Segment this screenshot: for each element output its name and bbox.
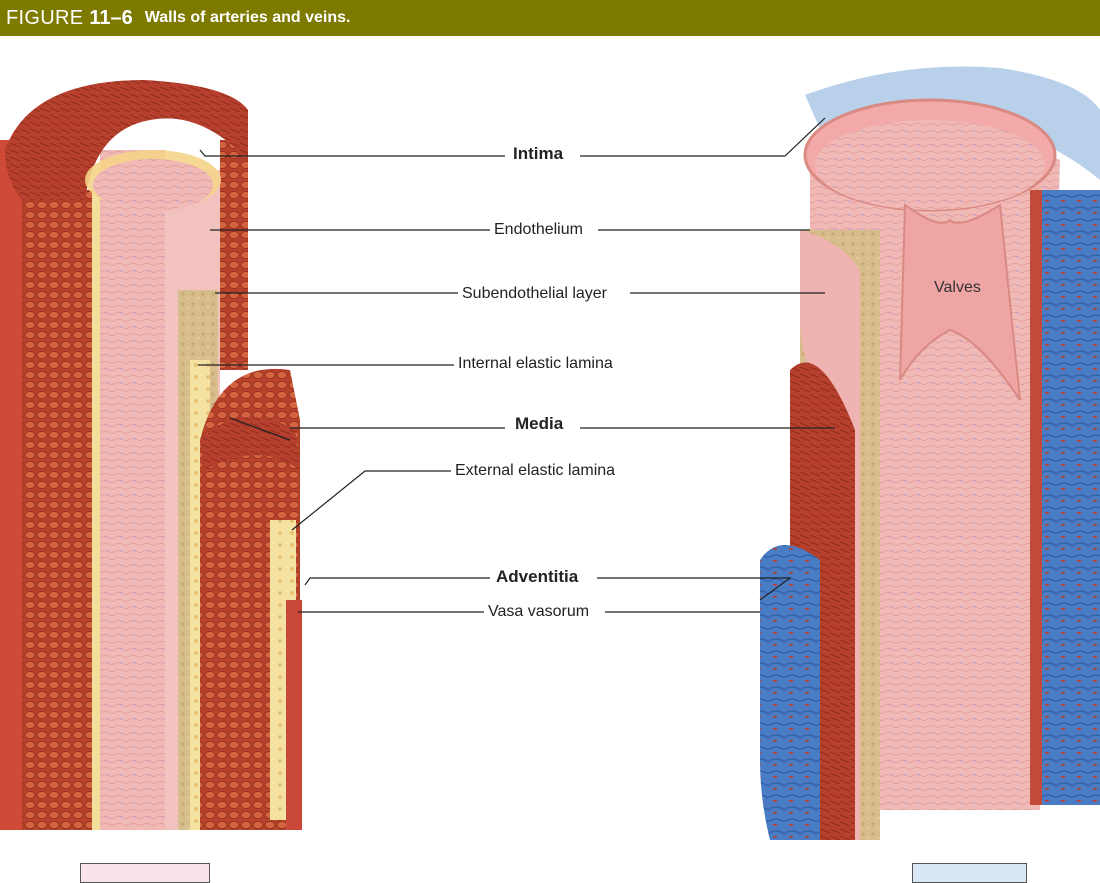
label-vasa-vasorum: Vasa vasorum <box>484 602 594 622</box>
figure-title: Walls of arteries and veins. <box>144 9 351 26</box>
figure-number: 11–6 <box>89 6 133 29</box>
vein-caption-box <box>912 863 1027 883</box>
figure-word: FIGURE <box>6 6 84 29</box>
vein-right-adventitia <box>1040 190 1100 805</box>
label-internal-elastic: Internal elastic lamina <box>454 354 617 374</box>
vein <box>760 66 1100 873</box>
label-endothelium: Endothelium <box>490 220 587 240</box>
figure-header: FIGURE 11–6 Walls of arteries and veins. <box>0 0 1100 36</box>
artery-adventitia <box>0 140 22 830</box>
leader-lines <box>198 117 835 613</box>
artery-outer-adventitia <box>286 600 302 830</box>
artery-top-ring <box>5 80 248 200</box>
vein-valves <box>899 203 1021 401</box>
label-subendothelial: Subendothelial layer <box>458 284 611 304</box>
label-intima: Intima <box>509 144 568 164</box>
vessel-illustration <box>0 66 1100 873</box>
vein-top-ring <box>805 66 1100 180</box>
label-adventitia: Adventitia <box>492 567 583 587</box>
vein-lower-adventitia <box>760 545 820 840</box>
label-valves: Valves <box>934 279 981 296</box>
artery-caption-box <box>80 863 210 883</box>
artery-lumen <box>100 150 165 830</box>
label-external-elastic: External elastic lamina <box>451 461 620 481</box>
label-media: Media <box>511 414 568 434</box>
artery-media-wall <box>22 190 100 830</box>
artery-right-wall <box>220 140 248 370</box>
artery <box>0 80 302 873</box>
